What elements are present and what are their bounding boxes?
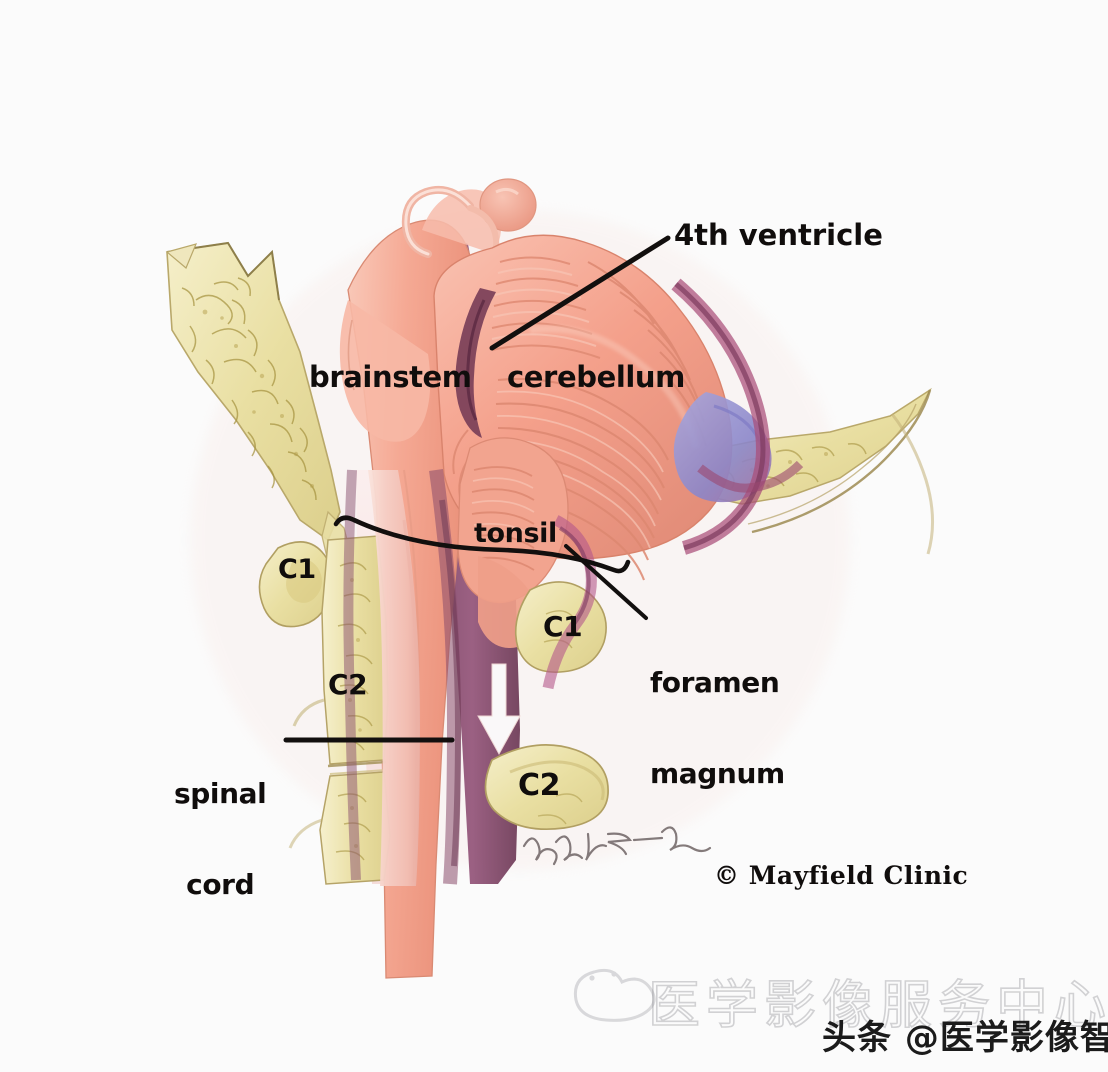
watermark-faint-text: 医学影像服务中心 [647,975,1108,1037]
label-foramen-magnum-line2: magnum [650,757,785,791]
label-spinal-cord-line2: cord [186,868,255,902]
label-c1-left: C1 [278,554,316,585]
leader-lines [283,235,671,743]
label-foramen-magnum-line1: foramen [650,666,780,700]
spinal-cord [368,469,462,886]
label-cerebellum: cerebellum [507,360,686,394]
fourth-ventricle [455,288,496,438]
leader-4th-ventricle [489,235,671,351]
label-fourth-ventricle: 4th ventricle [674,218,883,252]
csf-flow-arrow [477,663,521,756]
label-foramen-magnum: foramen magnum [650,608,785,850]
label-c2-right: C2 [518,768,561,803]
artist-signature [522,826,712,866]
label-brainstem: brainstem [309,360,472,394]
label-spinal-cord: spinal cord [174,719,267,961]
label-c2-left: C2 [328,668,368,701]
watermark-overlay-text: 头条 @医学影像智库 [822,1018,1108,1058]
label-spinal-cord-line1: spinal [174,777,267,811]
copyright-notice: © Mayfield Clinic [714,861,969,890]
dura-posterior-fossa [671,278,804,555]
sphenoid-clivus-bone [165,241,341,542]
foramen-magnum-line [333,515,631,574]
watermark-logo [573,968,656,1022]
leader-foramen-magnum [564,544,648,620]
label-c1-right: C1 [543,610,583,643]
label-tonsil: tonsil [474,518,557,549]
cervical-vertebrae-left [258,535,391,885]
